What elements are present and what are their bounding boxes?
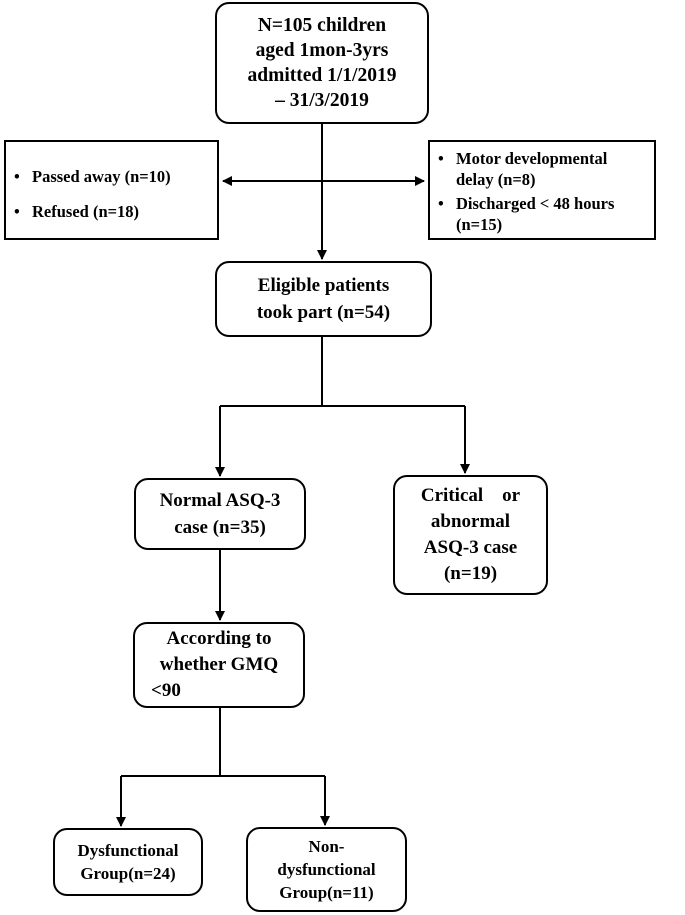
normal-line: case (n=35) xyxy=(174,517,266,538)
dysfunctional-box: Dysfunctional Group(n=24) xyxy=(53,828,203,896)
normal-box: Normal ASQ-3 case (n=35) xyxy=(134,478,306,550)
gmq-line: According to xyxy=(166,628,272,649)
excluded-item-text: (n=15) xyxy=(456,215,503,234)
critical-line: Critical or xyxy=(420,485,521,506)
enrollment-line: admitted 1/1/2019 xyxy=(247,65,397,86)
dysfunctional-line: Dysfunctional xyxy=(77,841,179,860)
critical-line: (n=19) xyxy=(443,563,498,584)
bullet-icon: • xyxy=(14,202,20,221)
normal-line: Normal ASQ-3 xyxy=(159,490,281,511)
dysfunctional-line: Group(n=24) xyxy=(80,864,176,883)
excluded-item-text: delay (n=8) xyxy=(456,170,536,189)
excluded-item: • Discharged < 48 hours (n=15) xyxy=(438,193,614,235)
excluded-item-text: Motor developmental xyxy=(456,149,608,168)
bullet-icon: • xyxy=(438,194,444,213)
nondysfunctional-line: Non- xyxy=(308,837,345,856)
excluded-right-box: • Motor developmental delay (n=8) • Disc… xyxy=(428,140,656,240)
eligible-line: Eligible patients xyxy=(257,275,390,296)
gmq-line: whether GMQ xyxy=(159,654,279,675)
enrollment-line: aged 1mon-3yrs xyxy=(255,40,389,61)
excluded-item-text: Refused (n=18) xyxy=(32,202,140,221)
gmq-line: <90 xyxy=(151,680,181,701)
nondysfunctional-line: dysfunctional xyxy=(277,860,376,879)
enrollment-line: N=105 children xyxy=(257,15,387,36)
nondysfunctional-box: Non- dysfunctional Group(n=11) xyxy=(246,827,407,912)
excluded-item: • Refused (n=18) xyxy=(14,201,139,222)
critical-line: ASQ-3 case xyxy=(423,537,518,558)
eligible-line: took part (n=54) xyxy=(256,302,391,323)
critical-line: abnormal xyxy=(430,511,511,532)
bullet-icon: • xyxy=(14,167,20,186)
gmq-box: According to whether GMQ <90 xyxy=(133,622,305,708)
bullet-icon: • xyxy=(438,149,444,168)
excluded-left-box: • Passed away (n=10) • Refused (n=18) xyxy=(4,140,219,240)
nondysfunctional-line: Group(n=11) xyxy=(279,883,374,902)
excluded-item-text: Discharged < 48 hours xyxy=(456,194,615,213)
eligible-box: Eligible patients took part (n=54) xyxy=(215,261,432,337)
excluded-item-text: Passed away (n=10) xyxy=(32,167,171,186)
excluded-item: • Motor developmental delay (n=8) xyxy=(438,148,607,190)
enrollment-box: N=105 children aged 1mon-3yrs admitted 1… xyxy=(215,2,429,124)
excluded-item: • Passed away (n=10) xyxy=(14,166,171,187)
enrollment-line: – 31/3/2019 xyxy=(275,90,369,111)
critical-box: Critical or abnormal ASQ-3 case (n=19) xyxy=(393,475,548,595)
